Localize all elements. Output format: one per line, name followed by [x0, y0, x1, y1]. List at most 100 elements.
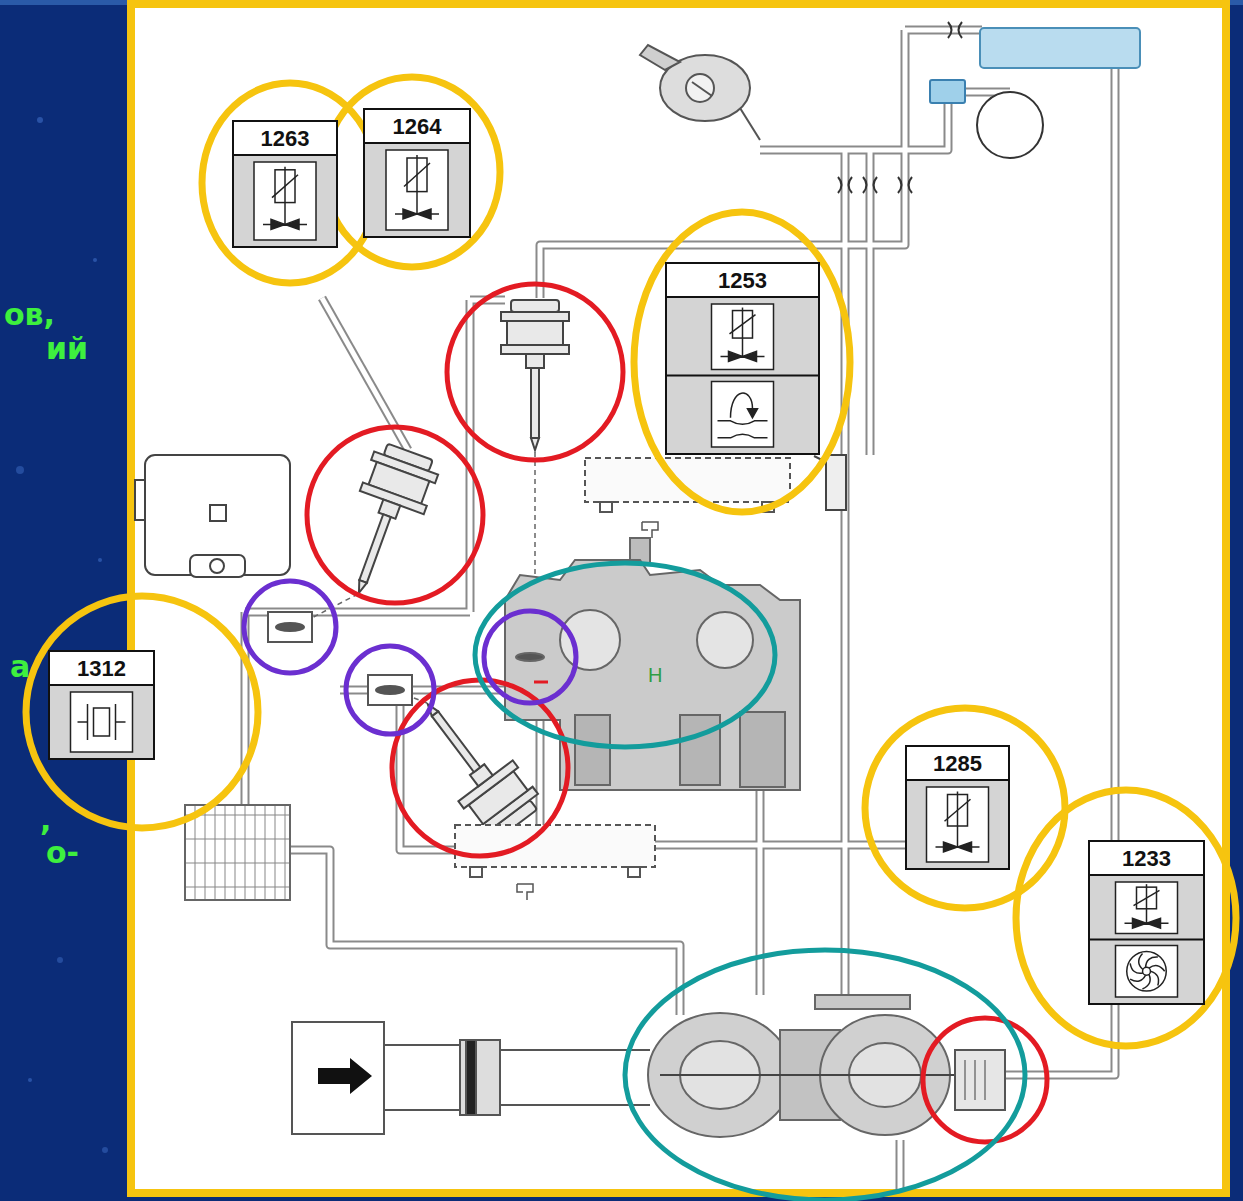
highlight-circles-part: [865, 708, 1065, 908]
turbine-blade: [1130, 975, 1146, 981]
sensor-part: [826, 455, 846, 510]
box-header: 1253: [667, 264, 818, 298]
symbol-panel: [254, 162, 316, 240]
lead: [116, 721, 126, 723]
throttle-valves: [268, 612, 412, 705]
symbol-panel: [386, 150, 448, 230]
component-box: 1264: [363, 108, 471, 238]
slide-background-part: [16, 466, 24, 474]
symbol-panel: [71, 692, 133, 752]
symbol-graphic: [365, 144, 469, 236]
turbo-symbol: [1116, 946, 1178, 998]
cylinder-head-part: [505, 560, 800, 790]
valve-symbol: [927, 787, 989, 862]
symbol-area: [907, 781, 1008, 868]
throttle-valves-part: [268, 612, 312, 642]
highlight-circles-part: [1016, 790, 1236, 1046]
turbine-ring: [1127, 952, 1167, 992]
turbine-blade: [1142, 974, 1150, 989]
pipes-part: [245, 30, 1115, 1190]
egr-coolers-part: [600, 502, 612, 512]
solenoid-core: [416, 155, 418, 192]
highlight-circles-part: [447, 284, 623, 460]
air-intake: [292, 1022, 650, 1134]
valve-body: [729, 351, 757, 361]
symbol-area: [1090, 876, 1203, 1003]
symbol-area: [50, 686, 153, 758]
cylinder-head-part: [560, 610, 620, 670]
highlight-circles-part: [475, 563, 775, 747]
valve-symbol: [1116, 882, 1178, 934]
cylinder-head-part: [697, 612, 753, 668]
actuators-part: [501, 300, 569, 450]
restrictors-part: [898, 177, 902, 193]
turbocharger-part: [660, 1074, 955, 1076]
egr-coolers: [455, 458, 790, 900]
box-header: 1312: [50, 652, 153, 686]
intercooler: [185, 805, 290, 900]
valve-body: [1133, 918, 1161, 928]
solenoid-core: [1146, 884, 1148, 909]
restrictors-part: [863, 177, 867, 193]
pipes-part: [245, 30, 1115, 1190]
air-intake-part: [384, 1045, 650, 1110]
box-header: 1263: [234, 122, 336, 156]
highlight-circles-part: [625, 950, 1025, 1200]
highlight-circles-part: [307, 427, 483, 603]
symbol-panel: [927, 787, 989, 862]
component-code: 1263: [261, 126, 310, 152]
highlight-circles-part: [244, 581, 336, 673]
air-intake-part: [292, 1022, 384, 1134]
slide-background-part: [28, 1078, 32, 1082]
solenoid-core: [284, 167, 286, 203]
symbol-area: [667, 298, 818, 453]
air-intake-part: [318, 1058, 372, 1094]
highlight-circles: [26, 77, 1236, 1200]
slide-background-part: [93, 258, 97, 262]
box-header: 1264: [365, 110, 469, 144]
pipe-top: [718, 421, 768, 425]
highlight-circles-part: [324, 77, 500, 267]
valve-stem: [284, 203, 286, 225]
vacuum-reservoir-part: [930, 80, 965, 103]
pipes: [245, 30, 1115, 1190]
port-letter: H: [648, 664, 662, 687]
symbol-area: [365, 144, 469, 236]
ecu: [135, 455, 290, 577]
valve-body: [944, 842, 972, 852]
slide-text-fragment: ов,: [4, 298, 55, 333]
restrictors-part: [838, 177, 842, 193]
picture-frame: [131, 4, 1226, 1193]
cylinder-head-part: [534, 681, 548, 684]
slide-background-part: [57, 957, 63, 963]
symbol-area: [234, 156, 336, 246]
valve-stem: [742, 338, 744, 356]
component-code: 1233: [1122, 846, 1171, 872]
pipe-bottom: [718, 434, 768, 438]
slide-text-fragment: ,: [40, 804, 51, 839]
cylinder-head-part: [575, 715, 610, 785]
vacuum-pump-part: [640, 45, 680, 70]
valve-body: [403, 209, 431, 219]
restrictors-part: [948, 22, 952, 38]
turbine-blade: [1149, 966, 1165, 972]
egr-coolers-part: [517, 884, 533, 900]
highlight-circles-part: [392, 680, 568, 856]
symbol-graphic: [1090, 876, 1203, 1003]
cylinder-head-part: [516, 653, 544, 661]
valve-symbol: [386, 150, 448, 230]
symbol-panel: [1116, 946, 1178, 998]
restrictors-part: [849, 177, 853, 193]
intercooler-part: [185, 805, 290, 900]
vacuum-pump-part: [740, 108, 760, 140]
valve-symbol: [254, 162, 316, 240]
valve-stem: [416, 192, 418, 214]
valve-symbol: [712, 304, 774, 370]
vacuum-pump-part: [686, 74, 714, 102]
ecu-part: [210, 559, 224, 573]
throttle-valves-part: [376, 686, 404, 694]
restrictors-part: [909, 177, 913, 193]
